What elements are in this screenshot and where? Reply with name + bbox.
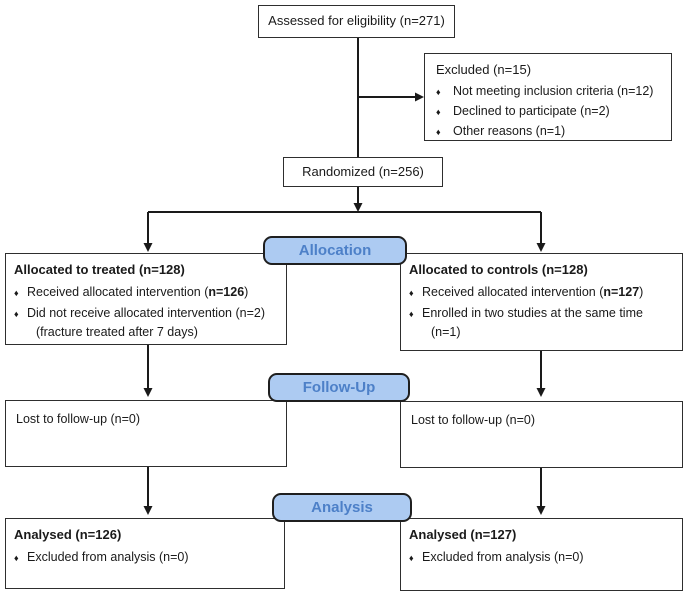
excluded-item: ♦ Declined to participate (n=2) [433,102,663,120]
allocation-treated-item: ♦ Did not receive allocated intervention… [14,304,278,322]
arrowhead-down-followup-right [536,388,546,397]
excluded-title: Excluded (n=15) [436,62,532,77]
analysis-controls-item: ♦ Excluded from analysis (n=0) [409,548,674,566]
bullet-icon: ♦ [409,552,414,563]
allocation-controls-title: Allocated to controls (n=128) [409,262,588,277]
bullet-icon: ♦ [14,308,19,319]
stage-label-allocation: Allocation [263,236,407,265]
item-text-part: ) [244,284,249,299]
excluded-box: Excluded (n=15) ♦ Not meeting inclusion … [424,53,672,141]
followup-controls-box: Lost to follow-up (n=0) [400,401,683,468]
assessed-eligibility-box: Assessed for eligibility (n=271) [258,5,455,38]
stage-label-follow-up-text: Follow-Up [302,379,376,396]
bullet-icon: ♦ [409,287,414,298]
arrowhead-down-analysis-right [536,506,546,515]
analysis-treated-item: ♦ Excluded from analysis (n=0) [14,548,276,566]
item-text-part: Received allocated intervention ( [27,284,209,299]
stage-label-follow-up: Follow-Up [268,373,410,402]
analysis-treated-title: Analysed (n=126) [14,527,122,542]
allocation-controls-box: Allocated to controls (n=128) ♦ Received… [400,253,683,351]
item-text-part: ) [639,284,644,299]
allocation-treated-title: Allocated to treated (n=128) [14,262,185,277]
excluded-item: ♦ Other reasons (n=1) [433,122,663,140]
item-text-part: Received allocated intervention ( [422,284,604,299]
followup-treated-box: Lost to follow-up (n=0) [5,400,287,467]
allocation-treated-box: Allocated to treated (n=128) ♦ Received … [5,253,287,345]
arrowhead-down-split [353,203,363,212]
excluded-item-text: Other reasons (n=1) [453,124,566,139]
item-text-bold: n=127 [603,284,640,299]
allocation-controls-item-text: Enrolled in two studies at the same time [422,305,643,320]
allocation-controls-item: ♦ Enrolled in two studies at the same ti… [409,304,674,322]
allocation-treated-item-text: Received allocated intervention (n=126) [27,283,278,301]
allocation-controls-item-continuation: (n=1) [431,325,461,340]
followup-controls-text: Lost to follow-up (n=0) [411,413,536,427]
excluded-item-text: Declined to participate (n=2) [453,103,610,118]
followup-treated-text: Lost to follow-up (n=0) [16,412,141,426]
bullet-icon: ♦ [436,86,441,97]
allocation-controls-item-text: Received allocated intervention (n=127) [422,283,674,301]
stage-label-analysis: Analysis [272,493,412,522]
assessed-eligibility-text: Assessed for eligibility (n=271) [268,13,445,29]
stage-label-allocation-text: Allocation [298,242,372,259]
analysis-treated-item-text: Excluded from analysis (n=0) [27,549,189,564]
arrowhead-down-analysis-left [143,506,153,515]
allocation-treated-item: ♦ Received allocated intervention (n=126… [14,283,278,301]
allocation-controls-item: ♦ Received allocated intervention (n=127… [409,283,674,301]
randomized-text: Randomized (n=256) [302,163,424,179]
analysis-controls-item-text: Excluded from analysis (n=0) [422,549,584,564]
allocation-treated-item-continuation: (fracture treated after 7 days) [36,325,198,340]
arrowhead-down-followup-left [143,388,153,397]
stage-label-analysis-text: Analysis [311,499,373,516]
arrowhead-down-alloc-right [536,243,546,252]
bullet-icon: ♦ [14,552,19,563]
item-text-bold: n=126 [208,284,245,299]
randomized-box: Randomized (n=256) [283,157,443,187]
bullet-icon: ♦ [14,287,19,298]
analysis-treated-box: Analysed (n=126) ♦ Excluded from analysi… [5,518,285,589]
excluded-item: ♦ Not meeting inclusion criteria (n=12) [433,82,663,100]
arrowhead-right-excluded [415,92,424,102]
bullet-icon: ♦ [436,106,441,117]
excluded-item-text: Not meeting inclusion criteria (n=12) [453,83,654,98]
allocation-treated-item-text: Did not receive allocated intervention (… [27,305,265,320]
analysis-controls-title: Analysed (n=127) [409,527,517,542]
analysis-controls-box: Analysed (n=127) ♦ Excluded from analysi… [400,518,683,591]
bullet-icon: ♦ [436,127,441,138]
bullet-icon: ♦ [409,308,414,319]
arrowhead-down-alloc-left [143,243,153,252]
